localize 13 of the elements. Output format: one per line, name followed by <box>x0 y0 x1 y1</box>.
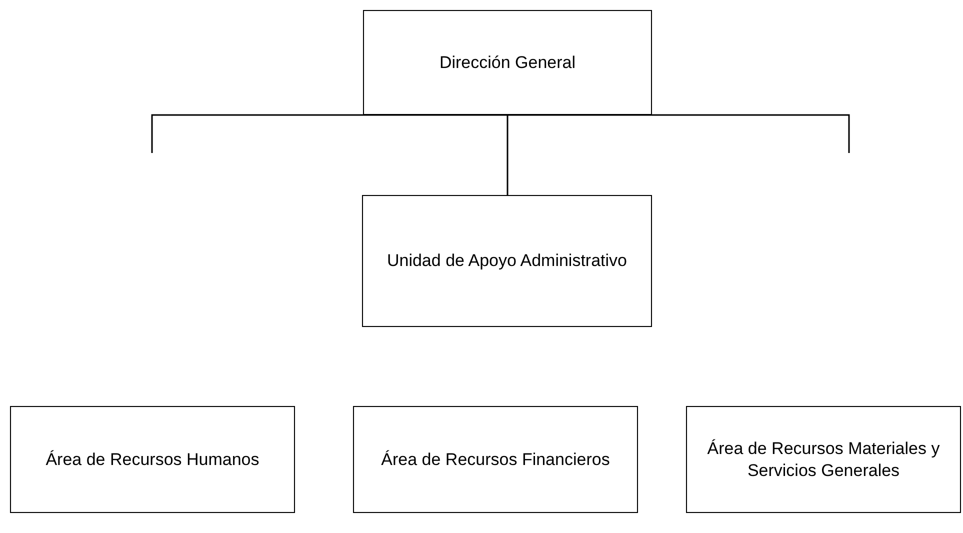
org-box <box>353 406 638 513</box>
connector-line <box>508 114 850 153</box>
box-label: Área de Recursos Financieros <box>381 448 610 470</box>
connector-line <box>151 114 508 153</box>
org-box <box>10 406 295 513</box>
box-label: Área de Recursos Humanos <box>46 448 260 470</box>
org-box <box>686 406 961 513</box>
org-box <box>362 195 652 327</box>
box-label: Área de Recursos Materiales y Servicios Generales <box>706 438 941 482</box>
connector-line <box>506 115 508 195</box>
box-label: Unidad de Apoyo Administrativo <box>386 250 628 272</box>
org-box <box>363 10 652 115</box>
box-label: Dirección General <box>439 52 576 74</box>
